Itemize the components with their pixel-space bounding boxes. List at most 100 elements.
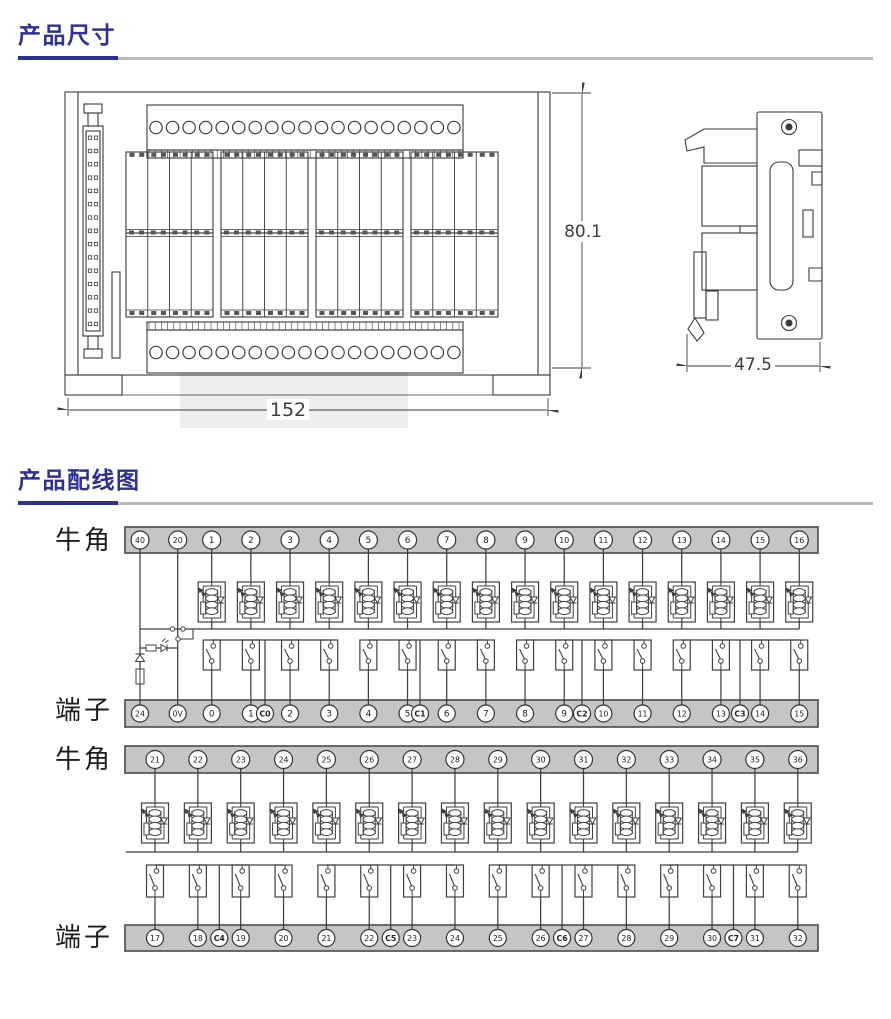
coil-symbol <box>636 607 650 616</box>
svg-text:29: 29 <box>493 756 503 765</box>
svg-text:14: 14 <box>716 536 726 545</box>
contact-symbol <box>188 864 207 898</box>
coil-symbol <box>205 588 219 596</box>
coil-symbol <box>319 828 333 837</box>
svg-text:32: 32 <box>793 934 803 943</box>
coil-symbol <box>557 594 571 603</box>
resistor-symbol <box>314 822 321 836</box>
relay-symbol <box>226 802 255 844</box>
coil-symbol <box>557 607 571 616</box>
diode-symbol <box>608 596 617 605</box>
pin-circle: 20 <box>274 928 293 948</box>
front-foot-left <box>64 374 123 396</box>
pin-circle: 6 <box>437 704 456 723</box>
coil-symbol <box>405 828 419 837</box>
relay-symbol <box>697 802 727 844</box>
svg-text:21: 21 <box>150 756 160 765</box>
coil-symbol <box>748 821 762 830</box>
contact-symbol <box>231 864 250 898</box>
coil-symbol <box>362 815 376 824</box>
front-width-label: 152 <box>270 399 306 421</box>
coil-symbol <box>714 600 728 609</box>
coil-symbol <box>148 821 162 830</box>
side-bottom-latch <box>693 251 707 319</box>
diode-symbol <box>569 596 578 605</box>
coil-symbol <box>361 600 375 609</box>
svg-text:0V: 0V <box>173 710 184 719</box>
coil-symbol <box>191 828 205 837</box>
contact-symbol <box>320 639 339 671</box>
coil-symbol <box>322 600 336 609</box>
coil-symbol <box>557 600 571 609</box>
resistor-symbol <box>631 601 638 615</box>
pin-circle: 21 <box>145 749 165 770</box>
contact-symbol <box>476 639 495 671</box>
contact-symbol <box>660 864 679 898</box>
svg-text:12: 12 <box>638 536 648 545</box>
svg-text:C1: C1 <box>414 710 425 719</box>
screw-terminal <box>298 120 312 135</box>
screw-terminal <box>248 120 263 135</box>
resistor-symbol <box>278 601 285 615</box>
pin-circle: 21 <box>317 928 336 948</box>
coil-symbol <box>662 828 676 837</box>
diode-symbol <box>759 817 768 826</box>
contact-symbol <box>317 864 336 898</box>
relay-symbol <box>550 581 579 623</box>
diode-symbol <box>134 653 146 662</box>
diode-symbol <box>717 817 726 826</box>
front-view-drawing <box>64 91 551 428</box>
diode-symbol <box>686 596 695 605</box>
dim-side-depth: 47.5 <box>687 334 820 375</box>
diode-symbol <box>490 596 499 605</box>
resistor-symbol <box>572 822 578 836</box>
coil-symbol <box>191 821 205 830</box>
pin-circle: 15 <box>790 704 809 723</box>
pin-circle: 24 <box>273 749 294 770</box>
led-symbol <box>160 643 168 653</box>
screw-terminal <box>182 345 196 360</box>
pin-circle: C7 <box>724 928 743 948</box>
screw-terminal <box>198 120 213 135</box>
coil-symbol <box>791 815 805 824</box>
coil-symbol <box>319 815 333 824</box>
coil-symbol <box>675 588 689 596</box>
coil-symbol <box>322 588 336 596</box>
resistor-symbol <box>748 601 755 615</box>
coil-symbol <box>234 821 248 830</box>
contact-symbol <box>790 639 809 671</box>
relay-symbol <box>483 802 512 844</box>
section-title-dimensions: 产品尺寸 <box>18 23 116 49</box>
coil-symbol <box>440 594 454 603</box>
relay-symbol <box>706 581 736 623</box>
coil-symbol <box>234 815 248 824</box>
pin-circle: C5 <box>381 928 400 948</box>
coil-symbol <box>518 607 532 616</box>
coil-symbol <box>753 600 767 609</box>
side-relay-block-upper <box>701 165 758 227</box>
svg-text:8: 8 <box>483 536 489 546</box>
coil-symbol <box>401 600 415 609</box>
coil-symbol <box>277 821 291 830</box>
pin-circle: 31 <box>573 749 594 770</box>
coil-symbol <box>596 594 610 603</box>
dim-front-height: 80.1 <box>552 93 605 368</box>
coil-symbol <box>405 815 419 824</box>
pin-circle: 25 <box>316 749 336 770</box>
svg-text:9: 9 <box>522 536 528 546</box>
svg-text:19: 19 <box>236 934 246 943</box>
pin-circle: 26 <box>359 749 379 770</box>
svg-text:C4: C4 <box>214 934 226 943</box>
side-depth-label: 47.5 <box>734 355 772 375</box>
coil-symbol <box>534 821 548 830</box>
coil-symbol <box>448 828 462 837</box>
relay-symbol <box>569 802 598 844</box>
pin-circle: 32 <box>788 928 807 948</box>
coil-symbol <box>662 815 676 824</box>
coil-symbol <box>534 809 548 817</box>
coil-symbol <box>277 828 291 837</box>
side-relay-block-lower <box>701 232 758 291</box>
coil-symbol <box>753 594 767 603</box>
svg-text:23: 23 <box>407 934 417 943</box>
